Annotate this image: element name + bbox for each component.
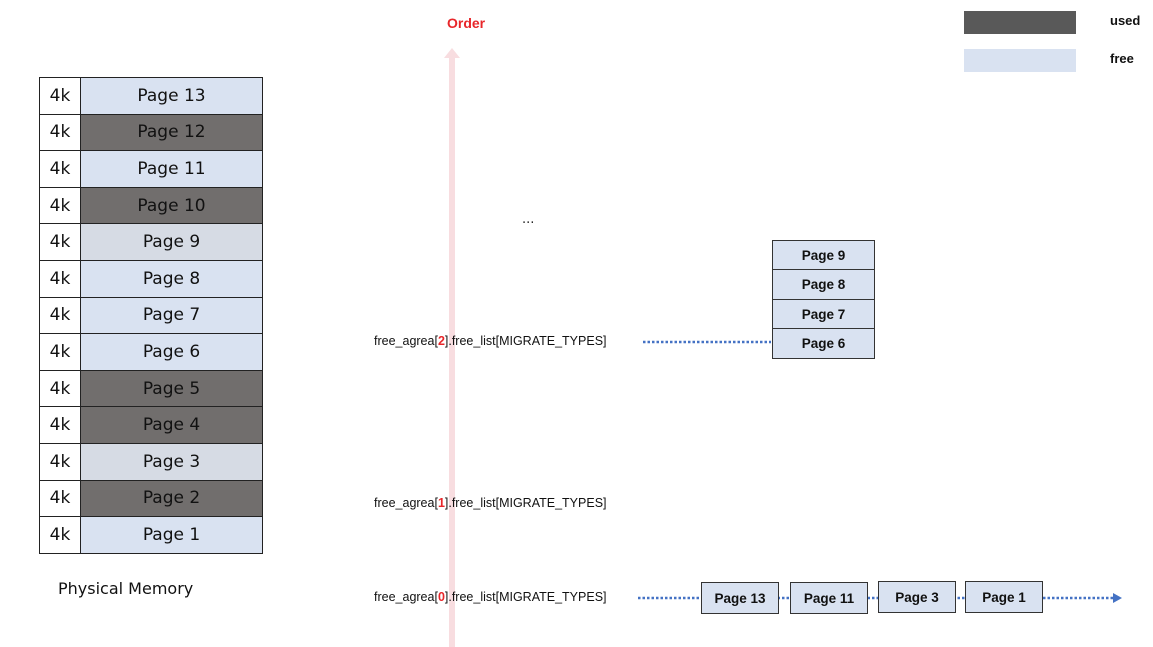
page-size: 4k xyxy=(39,296,81,334)
page-size: 4k xyxy=(39,77,81,114)
list-end-arrow-icon xyxy=(1113,593,1122,603)
page-size: 4k xyxy=(39,442,81,480)
free-list-order-2-label: free_agrea[2].free_list[MIGRATE_TYPES] xyxy=(374,334,607,348)
page-size: 4k xyxy=(39,259,81,297)
label-prefix: free_agrea[ xyxy=(374,496,438,510)
page-size: 4k xyxy=(39,150,81,187)
memory-page: Page 10 xyxy=(81,186,263,224)
page-size: 4k xyxy=(39,369,81,407)
memory-page: Page 2 xyxy=(81,479,263,517)
memory-page: Page 5 xyxy=(81,369,263,407)
page-size: 4k xyxy=(39,406,81,443)
memory-page: Page 4 xyxy=(81,406,263,443)
free-list-order-0-label: free_agrea[0].free_list[MIGRATE_TYPES] xyxy=(374,590,607,604)
memory-page: Page 13 xyxy=(81,77,263,114)
page-size: 4k xyxy=(39,333,81,370)
memory-page: Page 7 xyxy=(81,296,263,334)
memory-page: Page 1 xyxy=(81,516,263,553)
memory-page: Page 9 xyxy=(81,223,263,260)
free-list-order-1-label: free_agrea[1].free_list[MIGRATE_TYPES] xyxy=(374,496,607,510)
order-0-page-box: Page 3 xyxy=(878,581,956,613)
physical-memory-label: Physical Memory xyxy=(58,579,194,598)
legend-used-swatch xyxy=(964,11,1076,34)
order-up-arrow-icon xyxy=(444,48,460,647)
memory-page: Page 11 xyxy=(81,150,263,187)
order-index: 1 xyxy=(437,496,445,510)
page-size: 4k xyxy=(39,223,81,260)
page-size: 4k xyxy=(39,113,81,151)
order-2-page-box: Page 8 xyxy=(772,269,875,300)
legend-free-label: free xyxy=(1110,51,1134,66)
legend-used-label: used xyxy=(1110,13,1141,28)
order-index: 0 xyxy=(437,590,445,604)
order-index: 2 xyxy=(437,334,445,348)
label-prefix: free_agrea[ xyxy=(374,334,438,348)
page-size: 4k xyxy=(39,186,81,224)
memory-page: Page 3 xyxy=(81,442,263,480)
order-0-page-box: Page 11 xyxy=(790,582,868,614)
order-2-page-box: Page 7 xyxy=(772,299,875,329)
legend-free-swatch xyxy=(964,49,1076,72)
order-0-page-box: Page 13 xyxy=(701,582,779,614)
order-2-page-box: Page 9 xyxy=(772,240,875,270)
memory-page: Page 6 xyxy=(81,333,263,370)
label-suffix: ].free_list[MIGRATE_TYPES] xyxy=(444,334,607,348)
order-axis-label: Order xyxy=(447,15,486,31)
label-suffix: ].free_list[MIGRATE_TYPES] xyxy=(444,496,607,510)
order-2-page-box: Page 6 xyxy=(772,328,875,359)
order-0-page-box: Page 1 xyxy=(965,581,1043,613)
memory-page: Page 8 xyxy=(81,259,263,297)
label-prefix: free_agrea[ xyxy=(374,590,438,604)
ellipsis: ... xyxy=(522,212,535,227)
page-size: 4k xyxy=(39,516,81,553)
label-suffix: ].free_list[MIGRATE_TYPES] xyxy=(444,590,607,604)
page-size: 4k xyxy=(39,479,81,517)
memory-page: Page 12 xyxy=(81,113,263,151)
